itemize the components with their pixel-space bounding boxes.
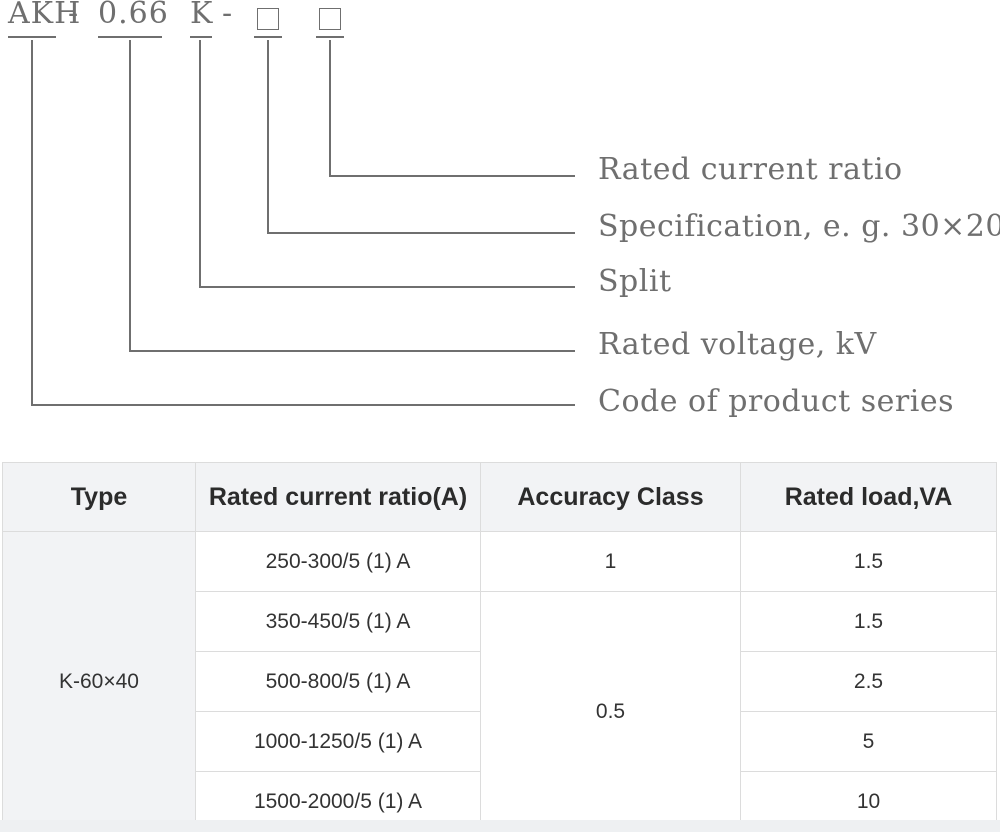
code-ratio-underline bbox=[316, 36, 344, 38]
header-type: Type bbox=[2, 462, 196, 532]
load-cell: 5 bbox=[740, 711, 997, 772]
accuracy-cell: 0.5 bbox=[480, 591, 741, 832]
leader-line-ratio bbox=[329, 40, 575, 177]
accuracy-cell: 1 bbox=[480, 531, 741, 592]
code-separator-2: - bbox=[222, 0, 233, 31]
code-voltage-underline bbox=[98, 36, 162, 38]
desc-rated-current-ratio: Rated current ratio bbox=[598, 152, 903, 187]
header-rated-load: Rated load,VA bbox=[740, 462, 997, 532]
spec-table: Type Rated current ratio(A) Accuracy Cla… bbox=[2, 462, 997, 832]
code-voltage: 0.66 bbox=[98, 0, 169, 31]
leader-line-split bbox=[199, 40, 575, 288]
load-cell: 2.5 bbox=[740, 651, 997, 712]
code-split: K bbox=[190, 0, 214, 31]
model-code-diagram: AKH - 0.66 K - Rated current ratio Speci… bbox=[8, 0, 1000, 419]
leader-lines bbox=[31, 40, 575, 406]
type-cell: K-60×40 bbox=[2, 531, 196, 832]
desc-product-series: Code of product series bbox=[598, 384, 954, 419]
load-cell: 1.5 bbox=[740, 531, 997, 592]
leader-line-series bbox=[31, 40, 575, 406]
table-row: K-60×40 250-300/5 (1) A 1 1.5 bbox=[2, 531, 997, 832]
header-accuracy-class: Accuracy Class bbox=[480, 462, 741, 532]
ratio-cell: 250-300/5 (1) A bbox=[195, 531, 481, 592]
ratio-cell: 350-450/5 (1) A bbox=[195, 591, 481, 652]
code-spec-underline bbox=[254, 36, 282, 38]
desc-rated-voltage: Rated voltage, kV bbox=[598, 327, 877, 362]
table-row: 350-450/5 (1) A 0.5 1.5 bbox=[3, 591, 997, 832]
leader-line-voltage bbox=[129, 40, 575, 352]
table-header-row: Type Rated current ratio(A) Accuracy Cla… bbox=[2, 462, 997, 532]
ratio-cell: 1000-1250/5 (1) A bbox=[195, 711, 481, 772]
ratio-cell: 500-800/5 (1) A bbox=[195, 651, 481, 712]
desc-specification: Specification, e. g. 30×20 bbox=[598, 209, 1000, 244]
leader-line-spec bbox=[267, 40, 575, 234]
desc-split: Split bbox=[598, 264, 672, 299]
load-cell: 1.5 bbox=[740, 591, 997, 652]
code-series-underline bbox=[8, 36, 56, 38]
header-rated-current-ratio: Rated current ratio(A) bbox=[195, 462, 481, 532]
code-split-underline bbox=[190, 36, 212, 38]
table-row: 1000-1250/5 (1) A 5 bbox=[3, 711, 997, 772]
spec-table-wrapper: Type Rated current ratio(A) Accuracy Cla… bbox=[2, 462, 997, 832]
bottom-divider bbox=[0, 820, 1000, 832]
code-ratio-box bbox=[319, 8, 341, 30]
code-series: AKH bbox=[8, 0, 82, 31]
code-spec-box bbox=[257, 8, 279, 30]
code-separator: - bbox=[68, 0, 79, 31]
